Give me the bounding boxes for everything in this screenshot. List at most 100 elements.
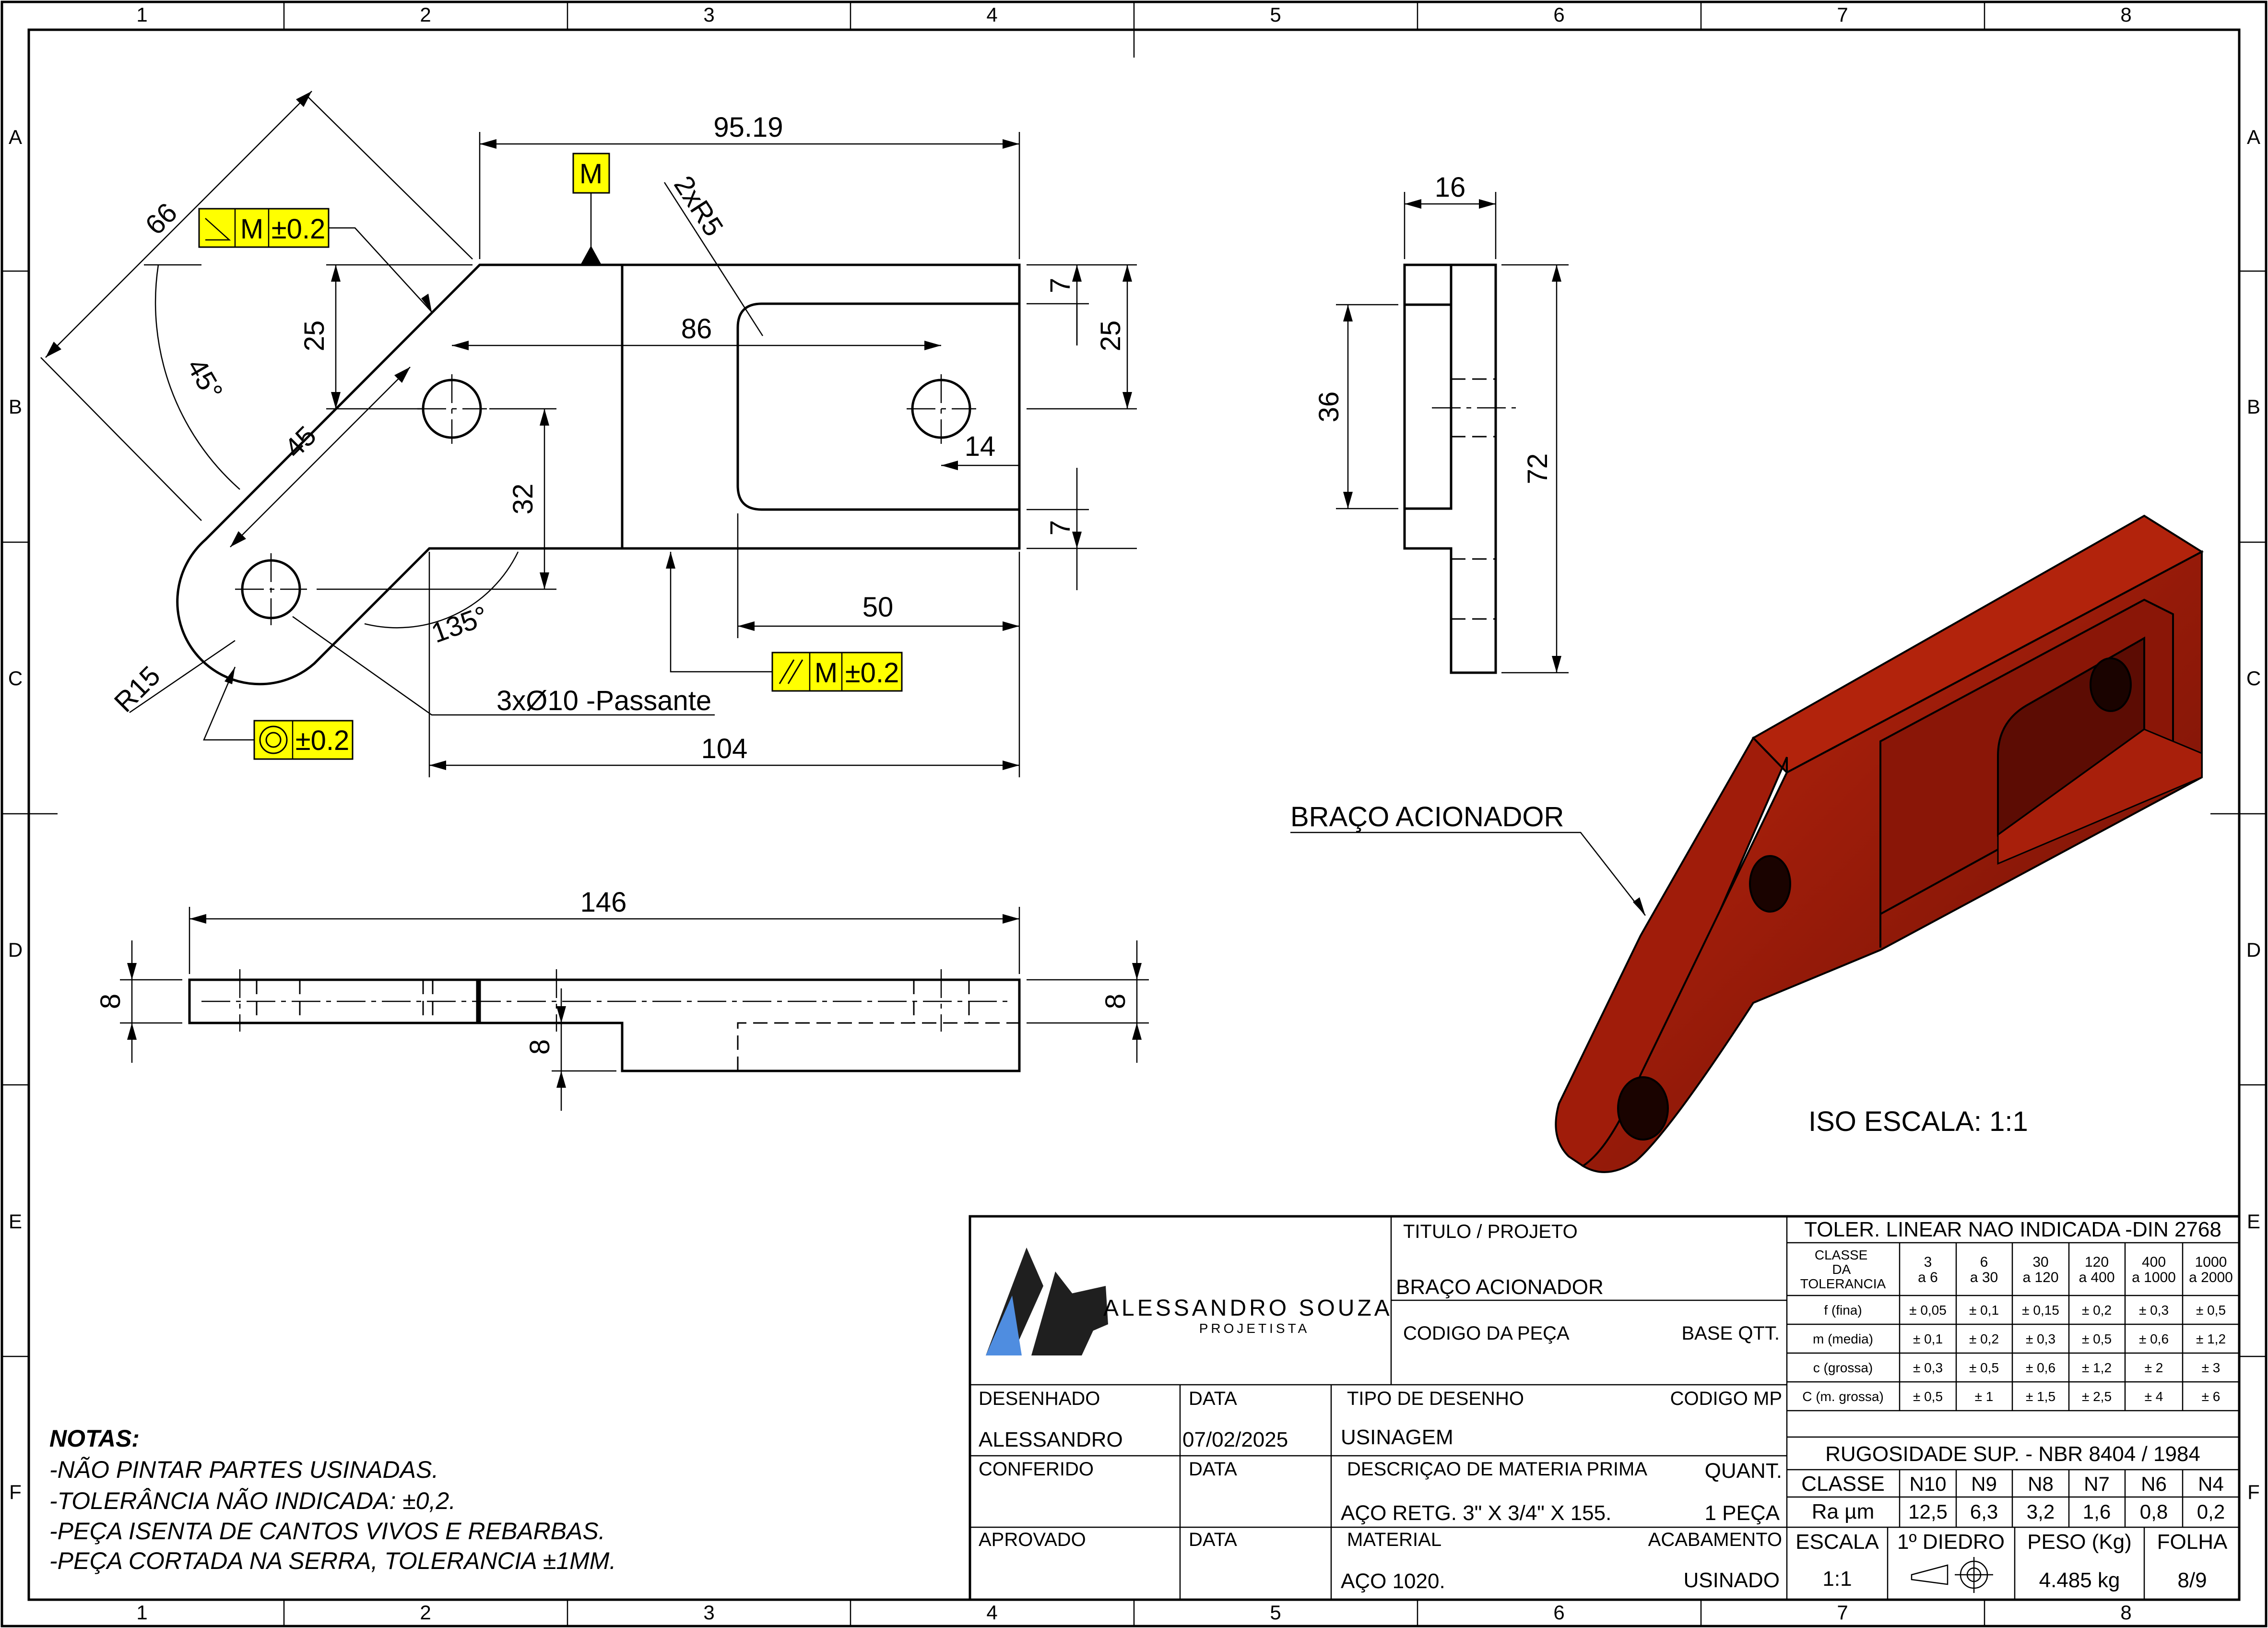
tol-cell: ± 0,6	[2139, 1331, 2169, 1346]
tol-cell: ± 0,5	[1913, 1389, 1943, 1404]
titulo-label: TITULO / PROJETO	[1403, 1221, 1578, 1242]
descricao-label: DESCRIÇAO DE MATERIA PRIMA	[1347, 1459, 1647, 1480]
dim-86: 86	[681, 313, 712, 345]
fcf-parallelism: M ±0.2	[666, 552, 903, 692]
tol-cell: ± 0,1	[1913, 1331, 1943, 1346]
dim-8-step: 8	[524, 1039, 555, 1055]
notes-title: NOTAS:	[49, 1425, 140, 1452]
dim-32: 32	[508, 484, 539, 515]
roughness-ra-value: 0,8	[2140, 1500, 2168, 1523]
roughness-ra-value: 6,3	[1970, 1500, 1998, 1523]
grid-col-5-bottom: 5	[1270, 1601, 1281, 1624]
tol-cell: ± 0,15	[2022, 1303, 2059, 1318]
conferido-label: CONFERIDO	[979, 1459, 1094, 1480]
grid-row-a: A	[9, 126, 22, 148]
escala-label: ESCALA	[1796, 1530, 1879, 1554]
tol-range-from: 6	[1980, 1254, 1988, 1270]
company-logo	[986, 1248, 1108, 1355]
roughness-class: N8	[2028, 1473, 2054, 1495]
dim-95-19: 95.19	[713, 112, 783, 143]
tol-range-to: a 2000	[2189, 1270, 2233, 1285]
tol-cell: ± 0,5	[2082, 1331, 2112, 1346]
tol-cell: ± 3	[2202, 1360, 2221, 1375]
grid-col-6: 6	[1553, 3, 1564, 26]
grid-col-7-bottom: 7	[1837, 1601, 1848, 1624]
material-value: AÇO 1020.	[1341, 1569, 1445, 1593]
base-qtt-label: BASE QTT.	[1682, 1323, 1780, 1344]
grid-col-1-bottom: 1	[136, 1601, 147, 1624]
grid-col-1: 1	[136, 3, 147, 26]
tol-cell: ± 0,5	[2196, 1303, 2226, 1318]
desenhado-label: DESENHADO	[979, 1388, 1100, 1409]
tipo-label: TIPO DE DESENHO	[1347, 1388, 1524, 1409]
dim-2xr5: 2xR5	[668, 170, 729, 242]
notes-line-1: -NÃO PINTAR PARTES USINADAS.	[49, 1456, 438, 1483]
acabamento-label: ACABAMENTO	[1648, 1529, 1782, 1550]
grid-row-d-right: D	[2246, 939, 2261, 961]
dim-72: 72	[1522, 453, 1553, 485]
grid-col-5: 5	[1270, 3, 1281, 26]
tol-row-label: f (fina)	[1824, 1303, 1862, 1318]
side-view: 16 36 72	[1313, 172, 1569, 674]
iso-scale-label: ISO ESCALA: 1:1	[1808, 1106, 2028, 1137]
tol-range-from: 1000	[2195, 1254, 2227, 1270]
data3-label: DATA	[1189, 1529, 1237, 1550]
grid-col-3-bottom: 3	[703, 1601, 714, 1624]
peso-label: PESO (Kg)	[2027, 1530, 2132, 1554]
grid-col-4-bottom: 4	[986, 1601, 997, 1624]
tol-cell: ± 0,05	[1909, 1303, 1947, 1318]
tol-range-from: 120	[2085, 1254, 2109, 1270]
escala-value: 1:1	[1822, 1567, 1852, 1591]
tol-cell: ± 0,2	[1969, 1331, 1999, 1346]
first-angle-symbol-icon	[1911, 1557, 1993, 1593]
tol-range-to: a 30	[1970, 1270, 1998, 1285]
iso-part-label: BRAÇO ACIONADOR	[1290, 801, 1564, 832]
acabamento-value: USINADO	[1684, 1569, 1780, 1592]
grid-row-e-right: E	[2247, 1210, 2260, 1233]
dim-135-angle: 135°	[427, 600, 492, 649]
tol-range-to: a 400	[2079, 1270, 2114, 1285]
grid-col-3: 3	[703, 3, 714, 26]
dim-25-right: 25	[1095, 321, 1126, 352]
tol-range-from: 3	[1924, 1254, 1932, 1270]
material-label: MATERIAL	[1347, 1529, 1441, 1550]
codigo-peca-label: CODIGO DA PEÇA	[1403, 1323, 1570, 1344]
grid-row-c-right: C	[2246, 667, 2261, 689]
grid-row-b: B	[9, 395, 22, 418]
tolerance-table: TOLER. LINEAR NAO INDICADA -DIN 2768 CLA…	[1787, 1218, 2239, 1412]
hole-note: 3xØ10 -Passante	[496, 685, 711, 716]
diedro-label: 1º DIEDRO	[1897, 1530, 2005, 1554]
grid-row-f: F	[9, 1481, 22, 1503]
top-view-outline	[188, 978, 1021, 1072]
datum-m-box	[572, 153, 610, 194]
roughness-class: N4	[2198, 1473, 2224, 1495]
roughness-ra-value: 12,5	[1908, 1500, 1948, 1523]
notes-line-2: -TOLERÂNCIA NÃO INDICADA: ±0,2.	[49, 1487, 456, 1514]
notes-line-4: -PEÇA CORTADA NA SERRA, TOLERANCIA ±1MM.	[49, 1547, 616, 1574]
top-view: 146 8 8 8	[95, 887, 1149, 1111]
datum-m-label: M	[579, 158, 602, 190]
dim-45-slope: 45	[278, 420, 322, 464]
roughness-ra-value: 1,6	[2083, 1500, 2111, 1523]
roughness-class: N10	[1909, 1473, 1946, 1495]
tol-header-1: CLASSE	[1815, 1248, 1868, 1262]
fcf-angularity-tol: ±0.2	[272, 214, 325, 245]
roughness-ra-label: Ra µm	[1812, 1500, 1874, 1523]
tol-range-from: 30	[2032, 1254, 2048, 1270]
dim-8-right: 8	[1100, 994, 1131, 1009]
dim-7-bottom: 7	[1045, 520, 1076, 535]
grid-col-8: 8	[2120, 3, 2131, 26]
tol-cell: ± 0,3	[2026, 1331, 2055, 1346]
fcf-angularity: M ±0.2	[198, 208, 432, 312]
fcf-concentricity: ±0.2	[203, 666, 354, 760]
svg-text:CLASSE DA TOLE: CLASSE DA TOLERANCIA	[1800, 1248, 1886, 1291]
grid-row-b-right: B	[2247, 395, 2260, 418]
tol-range-from: 400	[2142, 1254, 2166, 1270]
fcf-parallelism-tol: ±0.2	[845, 657, 899, 689]
tol-cell: ± 1,2	[2082, 1360, 2112, 1375]
roughness-ra-value: 3,2	[2027, 1500, 2055, 1523]
tol-header-3: TOLERANCIA	[1800, 1276, 1886, 1291]
fcf-parallelism-datum: M	[815, 657, 838, 689]
tol-cell: ± 0,5	[1969, 1360, 1999, 1375]
iso-view: BRAÇO ACIONADOR ISO ESCALA: 1:1	[1290, 514, 2204, 1173]
